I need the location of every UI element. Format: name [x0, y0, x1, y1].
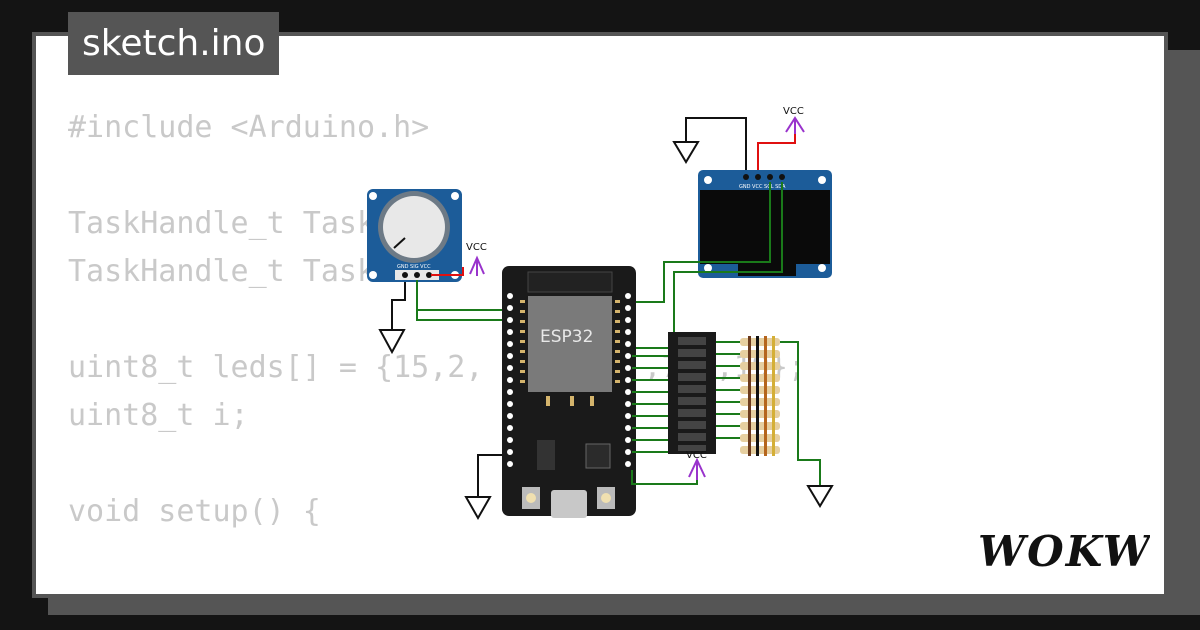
code-line-9: void setup() { — [68, 494, 321, 529]
pot-pin-labels: GND SIG VCC — [397, 264, 431, 270]
code-line-7: uint8_t i; — [68, 398, 249, 433]
resistor-array[interactable] — [716, 336, 821, 486]
vcc-label-pot: VCC — [466, 242, 487, 253]
code-line-3: TaskHandle_t Task — [68, 206, 376, 241]
led-bar-graph[interactable] — [668, 332, 716, 454]
wokwi-logo[interactable]: WOKWi — [978, 526, 1150, 576]
svg-text:WOKWi: WOKWi — [978, 527, 1150, 576]
gnd-symbol-oled — [672, 117, 747, 180]
potentiometer-module[interactable]: GND SIG VCC — [367, 189, 462, 282]
gnd-symbol-resistor — [806, 485, 834, 508]
esp32-board[interactable]: ESP32 — [502, 266, 636, 518]
gnd-symbol-esp — [464, 454, 508, 521]
code-line-6-head: uint8_t leds[] = {15,2, — [68, 350, 484, 385]
filename-tab[interactable]: sketch.ino — [68, 12, 280, 75]
vcc-label-led: VCC — [686, 450, 707, 461]
led-wires — [631, 355, 698, 485]
gnd-symbol-pot — [378, 278, 406, 355]
oled-display[interactable]: GND VCC SCL SDA — [698, 170, 832, 278]
vcc-symbol-pot: VCC — [431, 242, 487, 276]
vcc-label-oled: VCC — [783, 106, 804, 117]
code-line-4: TaskHandle_t Task — [68, 254, 376, 289]
esp32-label: ESP32 — [540, 327, 593, 347]
vcc-symbol-oled: VCC — [757, 106, 805, 180]
vcc-symbol-led: VCC — [686, 450, 707, 480]
code-line-1: #include <Arduino.h> — [68, 110, 430, 145]
code-line-11: Serial.begin(115200); — [68, 584, 806, 594]
oled-pin-labels: GND VCC SCL SDA — [739, 184, 786, 190]
